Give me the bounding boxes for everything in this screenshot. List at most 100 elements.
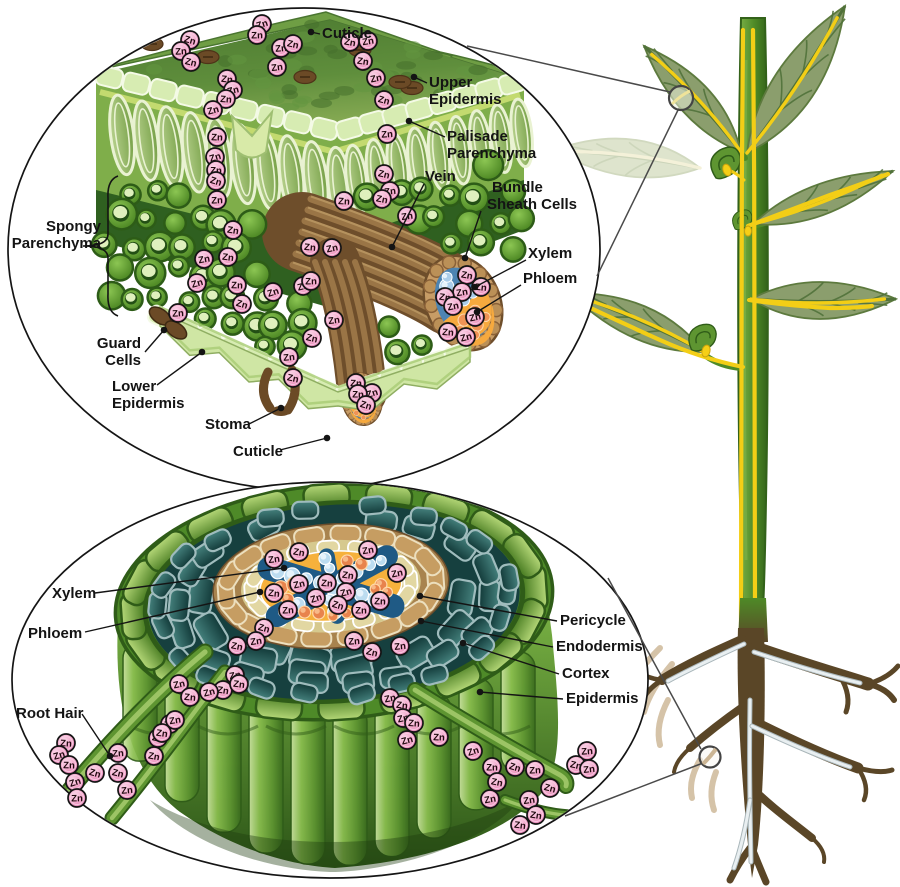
- zn-badge-label: Zn: [341, 570, 354, 583]
- zn-badge-label: Zn: [446, 300, 460, 313]
- leaf-right-lower: [749, 281, 899, 320]
- label-root-hair-line0: Root Hair: [16, 705, 84, 722]
- zn-badge-label: Zn: [190, 277, 204, 291]
- label-epidermis-root-line0: Epidermis: [566, 690, 639, 707]
- leaf-top-right: [745, 4, 847, 155]
- label-epidermis-root: Epidermis: [476, 688, 639, 707]
- zn-badge: Zn: [207, 127, 227, 147]
- zn-badge: Zn: [229, 674, 249, 694]
- zn-badge-label: Zn: [221, 252, 234, 264]
- zn-badge-label: Zn: [433, 732, 445, 743]
- zn-badge-label: Zn: [169, 715, 182, 728]
- zn-badge: Zn: [199, 682, 219, 702]
- zn-badge-label: Zn: [266, 286, 281, 300]
- zn-badge: Zn: [247, 25, 267, 45]
- zn-badge-label: Zn: [184, 56, 198, 70]
- label-cortex: Cortex: [459, 639, 610, 682]
- label-bundle-sheath-cells-line0: Bundle: [492, 179, 543, 196]
- zn-badge: Zn: [334, 191, 354, 211]
- zn-badge: Zn: [351, 600, 371, 620]
- zn-badge-label: Zn: [63, 760, 75, 771]
- zn-badge-label: Zn: [147, 750, 161, 763]
- zn-badge-label: Zn: [338, 196, 350, 208]
- label-palisade-parenchyma-line0: Palisade: [447, 128, 508, 145]
- zn-badge-label: Zn: [374, 596, 386, 607]
- bud: [688, 323, 717, 352]
- zn-badge: Zn: [344, 631, 364, 651]
- zn-badge: Zn: [374, 164, 394, 184]
- zn-badge: Zn: [289, 574, 309, 594]
- zn-badge: Zn: [505, 757, 525, 777]
- zn-badge-label: Zn: [375, 193, 389, 206]
- zn-badge: Zn: [443, 296, 463, 316]
- zn-badge: Zn: [358, 31, 378, 51]
- label-cuticle-top-line0: Cuticle: [322, 25, 372, 42]
- label-guard-cells-line0: Guard: [97, 335, 141, 352]
- zn-badge: Zn: [338, 565, 358, 585]
- label-xylem-root-line0: Xylem: [52, 585, 96, 602]
- label-pericycle-line0: Pericycle: [560, 612, 626, 629]
- magnifier-root: [698, 745, 722, 769]
- label-pericycle: Pericycle: [416, 592, 626, 629]
- zn-badge: Zn: [480, 789, 500, 809]
- zn-badge-label: Zn: [175, 46, 187, 58]
- zn-badge-label: Zn: [365, 646, 379, 659]
- zn-badge-label: Zn: [226, 225, 239, 238]
- zn-badge: Zn: [366, 68, 386, 88]
- zn-badge-label: Zn: [356, 56, 369, 69]
- zn-badge-label: Zn: [304, 242, 317, 254]
- zn-badge-label: Zn: [321, 578, 334, 590]
- zn-badge-label: Zn: [348, 636, 361, 648]
- label-palisade-parenchyma-line1: Parenchyma: [447, 145, 537, 162]
- zn-badge-label: Zn: [231, 280, 243, 291]
- zn-badge-label: Zn: [390, 567, 404, 580]
- zn-badge: Zn: [227, 275, 247, 295]
- zn-badge-label: Zn: [251, 30, 263, 41]
- zn-badge-label: Zn: [529, 765, 541, 776]
- zn-badge-label: Zn: [331, 599, 346, 613]
- label-stoma-line0: Stoma: [205, 416, 252, 433]
- zn-badge: Zn: [108, 763, 128, 783]
- zn-badge-label: Zn: [362, 545, 375, 558]
- zn-badge-label: Zn: [523, 795, 536, 808]
- zn-badge-label: Zn: [268, 554, 281, 566]
- magnifier-leaf: [667, 84, 695, 112]
- zn-badge-label: Zn: [250, 636, 263, 649]
- zn-badge-label: Zn: [460, 269, 474, 282]
- zn-badge-label: Zn: [343, 36, 357, 49]
- zn-badge: Zn: [283, 34, 303, 54]
- zn-badge: Zn: [194, 249, 214, 269]
- zn-badge: Zn: [67, 788, 87, 808]
- zn-badge: Zn: [203, 100, 223, 120]
- zn-badge: Zn: [264, 583, 284, 603]
- zn-badge: Zn: [232, 294, 252, 314]
- zn-badge-label: Zn: [456, 287, 469, 300]
- zn-badge: Zn: [377, 124, 397, 144]
- label-cortex-line0: Cortex: [562, 665, 610, 682]
- zn-badge: Zn: [306, 588, 326, 608]
- zn-badge-label: Zn: [508, 761, 523, 775]
- zn-badge-label: Zn: [172, 308, 184, 320]
- zn-badge: Zn: [227, 636, 247, 656]
- zn-badge-label: Zn: [305, 276, 317, 287]
- zn-badge-label: Zn: [230, 640, 244, 653]
- label-spongy-parenchyma-line0: Spongy: [46, 218, 102, 235]
- zn-badge-label: Zn: [292, 546, 306, 559]
- zn-badge-label: Zn: [216, 685, 229, 698]
- label-vein-line0: Vein: [425, 168, 456, 185]
- label-cuticle-bottom: Cuticle: [233, 434, 331, 460]
- zn-badge-label: Zn: [359, 399, 374, 413]
- zn-badge: Zn: [218, 247, 238, 267]
- zn-badge-label: Zn: [305, 332, 319, 346]
- zn-badge: Zn: [246, 631, 266, 651]
- zn-badge-label: Zn: [271, 62, 284, 74]
- label-bundle-sheath-cells-line1: Sheath Cells: [487, 196, 577, 213]
- zn-badge: Zn: [180, 687, 200, 707]
